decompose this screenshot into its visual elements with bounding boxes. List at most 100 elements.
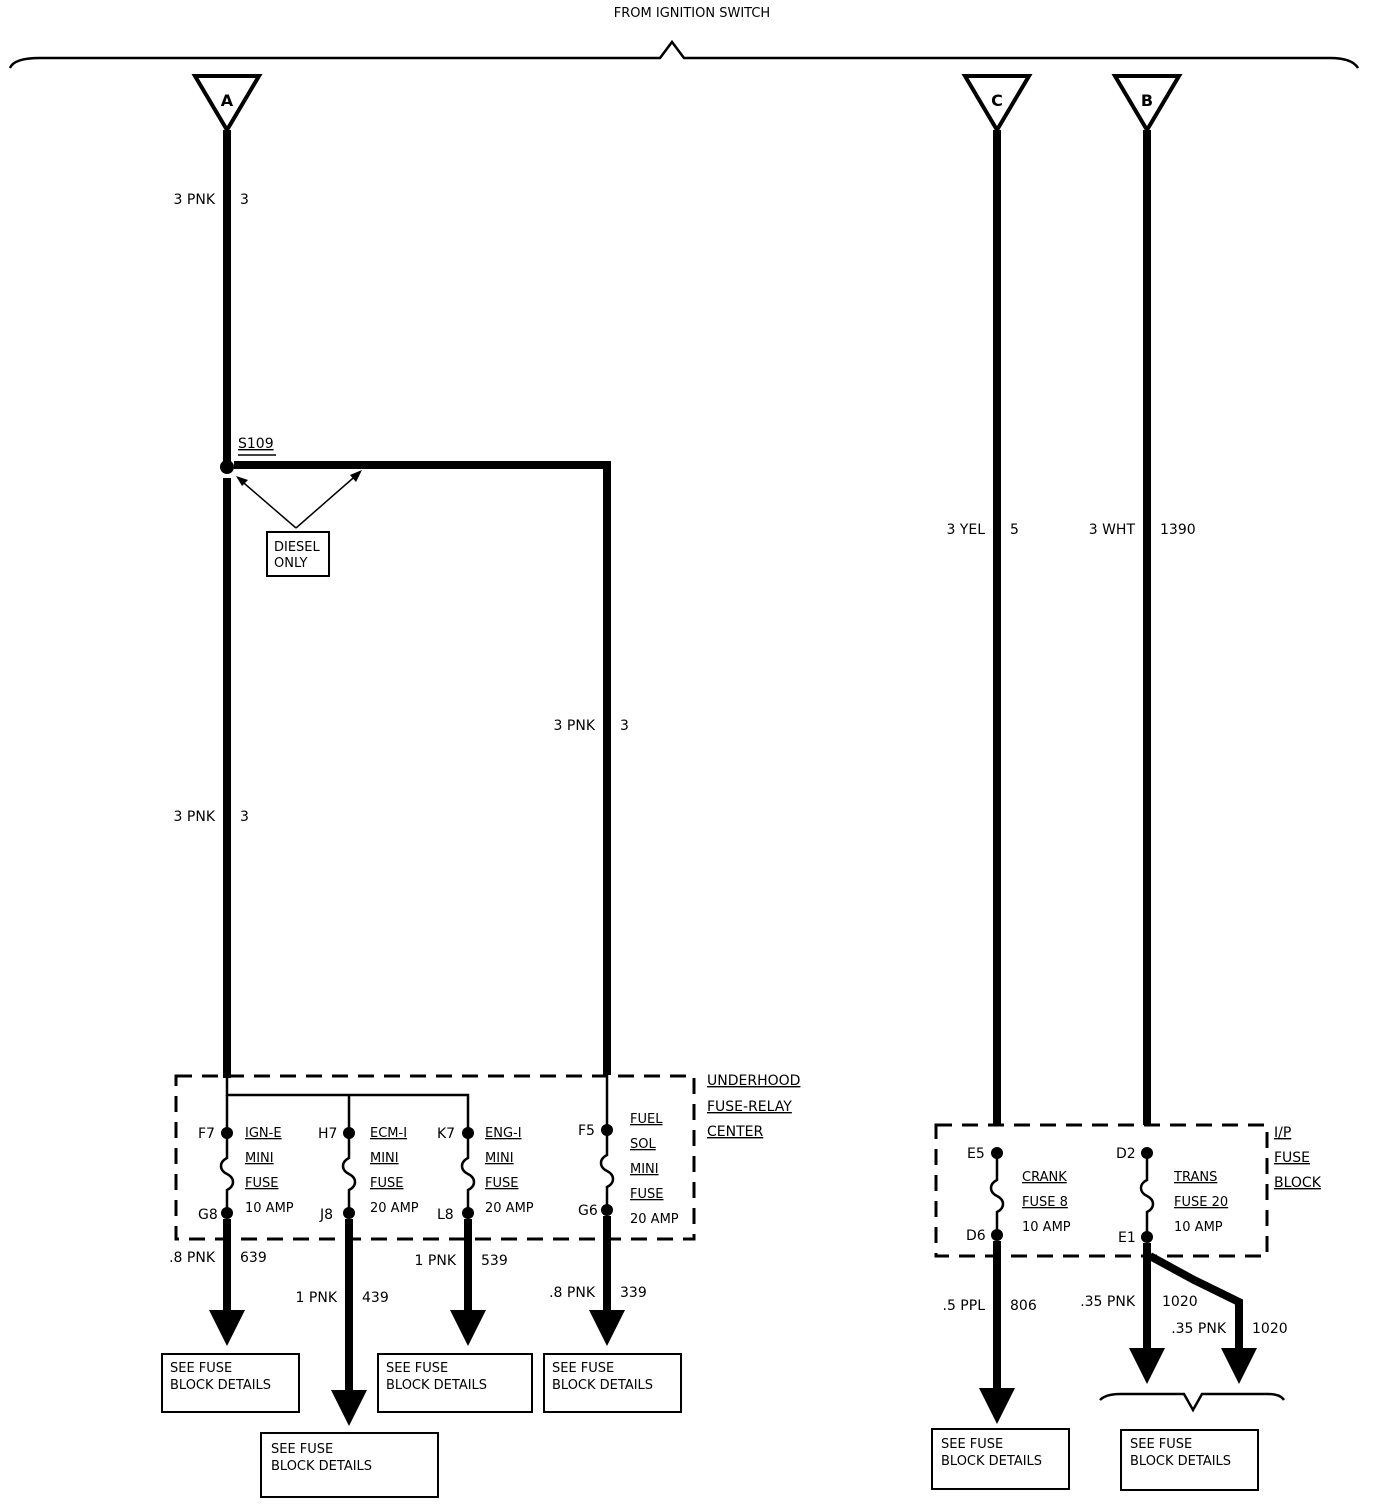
wire-b-gauge: 3 WHT [1089,522,1136,538]
output-1020-a-arrow [1129,1348,1165,1384]
ip-block-title-1: I/P [1274,1125,1291,1141]
source-label: FROM IGNITION SWITCH [614,6,770,21]
output-439: 1 PNK 439 [296,1219,389,1426]
splice-s109-dot [220,460,234,474]
pin-l8-label: L8 [437,1207,454,1223]
wire-branch-gauge: 3 PNK [554,718,596,734]
fuse-ecm-i-rating: 20 AMP [370,1201,419,1216]
wire-c-gauge: 3 YEL [946,522,985,538]
ip-block-title-2: FUSE [1274,1150,1310,1166]
fuse-trans-rating: 10 AMP [1174,1220,1223,1235]
fuse-crank-rating: 10 AMP [1022,1220,1071,1235]
details-box-539: SEE FUSE BLOCK DETAILS [377,1353,533,1413]
fuse-trans-name: TRANS [1173,1170,1217,1185]
connector-b-triangle [1111,74,1183,134]
connector-b-label: B [1141,91,1153,110]
fuse-crank-symbol [989,1153,1005,1235]
fuse-fuel-sol: F5 G6 FUEL SOL MINI FUSE 20 AMP [578,1112,679,1227]
fuse-ign-e: F7 G8 IGN-E MINI FUSE 10 AMP [198,1126,294,1223]
details-box-439-line2: BLOCK DETAILS [271,1459,372,1474]
diesel-arrowhead-right [350,470,362,482]
fuse-crank-name: CRANK [1022,1170,1067,1185]
diesel-arrow-left [237,477,297,529]
output-1020-b-circuit: 1020 [1252,1321,1288,1337]
underhood-title-3: CENTER [707,1124,763,1140]
wire-a-top-gauge: 3 PNK [174,192,216,208]
output-439-arrow [331,1390,367,1426]
fuse-eng-i-type1: MINI [485,1151,514,1166]
splice-s109-label: S109 [238,436,274,452]
details-box-339-line1: SEE FUSE [552,1361,614,1376]
wire-a-mid-gauge: 3 PNK [174,809,216,825]
fuse-eng-i-type2: FUSE [485,1176,518,1191]
details-box-539-frame [377,1353,533,1413]
diesel-only-box [266,531,330,577]
diesel-line1: DIESEL [274,540,321,555]
pin-f5-label: F5 [578,1123,595,1139]
connector-c-label: C [991,91,1003,110]
output-639-gauge: .8 PNK [169,1250,216,1266]
fuse-ign-e-name: IGN-E [245,1126,282,1141]
output-439-circuit: 439 [362,1290,389,1306]
pin-g8-dot [221,1207,233,1219]
details-box-539-line2: BLOCK DETAILS [386,1378,487,1393]
wire-b-circuit: 1390 [1160,522,1196,538]
wire-branch-circuit: 3 [620,718,629,734]
output-439-gauge: 1 PNK [296,1290,338,1306]
pin-f7-label: F7 [198,1126,215,1142]
details-box-639: SEE FUSE BLOCK DETAILS [161,1353,300,1413]
pin-e1-dot [1141,1231,1153,1243]
ip-block-title: I/P FUSE BLOCK [1274,1125,1322,1191]
output-539-arrow [450,1310,486,1346]
fuse-fuel-sol-name2: SOL [630,1137,656,1152]
output-1020-b-wire [1148,1252,1243,1350]
details-box-806: SEE FUSE BLOCK DETAILS [931,1428,1070,1490]
pin-e1-label: E1 [1118,1230,1136,1246]
fuse-fuel-sol-type2: FUSE [630,1187,663,1202]
diesel-arrow-right [295,471,361,529]
bracket-1020 [1099,1392,1286,1413]
pin-l8-dot [462,1207,474,1219]
details-box-1020-line1: SEE FUSE [1130,1437,1192,1452]
connector-a-label: A [221,91,234,110]
details-box-639-line2: BLOCK DETAILS [170,1378,271,1393]
wire-a-mid-circuit: 3 [240,809,249,825]
fuse-fuel-sol-symbol [599,1130,615,1210]
output-806: .5 PPL 806 [943,1241,1037,1424]
details-box-806-frame [931,1428,1070,1490]
output-539-circuit: 539 [481,1253,508,1269]
underhood-title-2: FUSE-RELAY [707,1099,792,1115]
underhood-fuse-center-outline [174,1074,696,1241]
fuse-ign-e-symbol [219,1133,235,1213]
fuse-trans: D2 E1 TRANS FUSE 20 10 AMP [1116,1146,1228,1246]
pin-j8-label: J8 [319,1207,333,1223]
pin-g8-label: G8 [198,1207,218,1223]
fuse-eng-i-symbol [460,1133,476,1213]
fuse-ecm-i-type1: MINI [370,1151,399,1166]
connector-c-triangle [961,74,1033,134]
details-box-1020-frame [1120,1429,1259,1491]
output-339-gauge: .8 PNK [549,1285,596,1301]
fuse-crank: E5 D6 CRANK FUSE 8 10 AMP [966,1146,1071,1244]
details-box-439-frame [260,1432,439,1498]
ignition-bracket [8,39,1360,69]
output-639-arrow [209,1310,245,1346]
connector-b: B [1111,74,1183,134]
output-806-gauge: .5 PPL [943,1298,986,1314]
details-box-339-line2: BLOCK DETAILS [552,1378,653,1393]
diesel-only-note: DIESEL ONLY [236,470,362,577]
fuse-eng-i-name: ENG-I [485,1126,522,1141]
details-box-1020-line2: BLOCK DETAILS [1130,1454,1231,1469]
fuse-fuel-sol-name1: FUEL [630,1112,663,1127]
pin-d6-label: D6 [966,1228,986,1244]
pin-d6-dot [991,1229,1003,1241]
details-box-339: SEE FUSE BLOCK DETAILS [543,1353,682,1413]
fuse-trans-symbol [1139,1153,1155,1237]
pin-d2-label: D2 [1116,1146,1136,1162]
fuse-ecm-i-type2: FUSE [370,1176,403,1191]
connector-a: A [191,74,263,134]
output-639-circuit: 639 [240,1250,267,1266]
output-1020-a-circuit: 1020 [1162,1294,1198,1310]
details-box-806-line1: SEE FUSE [941,1437,1003,1452]
